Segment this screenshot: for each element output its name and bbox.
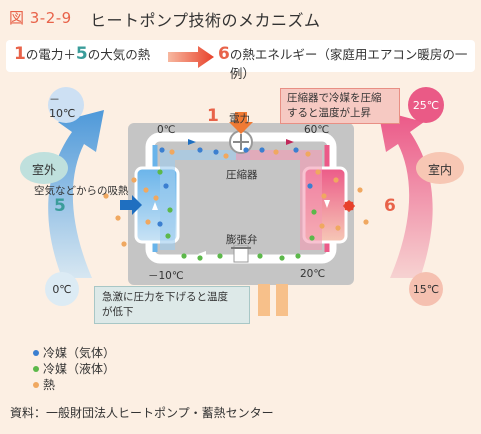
power-number: 1 [207,106,219,126]
flow-arrow-icon [198,251,206,257]
outdoor-top-temp: －10℃ [49,92,76,120]
heat-release-icon [343,200,355,212]
formula-power-number: 1 [14,44,26,64]
legend-heat-label: 熱 [43,378,56,392]
formula-band: 1 の電力＋ 5 の大気の熱 6 の熱エネルギー（家庭用エアコン暖房の一例） [6,40,475,81]
valve-label: 膨張弁 [226,234,258,246]
drain-pipe-1 [258,284,270,316]
flow-arrow-icon [324,200,330,208]
loop-temp-bottom-right: 20℃ [300,268,326,280]
formula-output-text: の熱エネルギー（家庭用エアコン暖房の一例） [229,47,468,81]
expansion-valve-icon [231,245,251,263]
indoor-label: 室内 [428,163,453,177]
flow-arrow-icon [188,139,196,145]
temp-bubble-bg [408,87,444,123]
outdoor-badge-bg [20,152,68,184]
flow-arrow-icon [286,139,294,145]
indoor-bottom-temp: 15℃ [412,282,440,296]
gas-dot-icon [33,349,39,356]
temp-bubble-bg [409,272,443,306]
compression-callout-line1: 圧縮器で冷媒を圧縮 [287,92,382,104]
legend-heat: 熱 [33,376,55,393]
output-heat-number: 6 [384,196,396,216]
expansion-callout: 急激に圧力を下げると温度 が低下 [94,286,250,324]
legend-liquid: 冷媒（液体） [33,360,115,377]
legend-liquid-label: 冷媒（液体） [43,362,116,376]
expansion-callout-line1: 急激に圧力を下げると温度 [102,291,228,303]
temp-bubble-bg [45,272,79,306]
indoor-air-arrow [378,110,433,278]
heat-dot-icon [33,381,39,388]
temp-bubble-bg [48,87,84,123]
outdoor-label: 室外 [32,163,57,177]
heat-absorb-label: 空気などからの吸熱 [34,185,129,197]
compressor-label: 圧縮器 [226,169,258,181]
formula-power-text: の電力＋ [25,47,76,62]
source-note: 資料：一般財団法人ヒートポンプ・蓄熱センター [10,406,274,420]
heat-pump-diagram [20,87,464,316]
loop-temp-top-right: 60℃ [304,124,330,136]
compression-callout-line2: すると温度が上昇 [287,107,371,119]
heat-absorb-arrow-icon [120,195,142,215]
formula-air-text: の大気の熱 [87,47,151,62]
formula-air-number: 5 [75,44,88,64]
air-heat-number: 5 [54,196,66,216]
unit-body [128,123,354,285]
expansion-callout-line2: が低下 [102,306,134,318]
power-arrow-icon [229,112,253,134]
indoor-badge-bg [416,152,464,184]
drain-pipe-2 [276,284,288,316]
compression-callout: 圧縮器で冷媒を圧縮 すると温度が上昇 [280,88,400,124]
formula-output-number: 6 [218,44,230,64]
legend-gas-label: 冷媒（気体） [43,346,116,360]
compressor-icon [229,130,253,154]
loop-temp-top-left: 0℃ [157,124,176,136]
particle-dots [103,147,369,261]
figure-title: ヒートポンプ技術のメカニズム [90,11,321,30]
legend-gas: 冷媒（気体） [33,344,115,361]
liquid-dot-icon [33,365,39,372]
flow-arrow-icon [152,202,158,210]
indoor-top-temp: 25℃ [412,98,440,112]
outdoor-air-arrow [48,110,104,278]
loop-temp-bottom-left: －10℃ [148,270,184,282]
formula-arrow-icon [168,46,214,68]
outdoor-bottom-temp: 0℃ [52,282,72,296]
figure-number: 図 3-2-9 [9,9,72,27]
power-label: 電力 [229,113,250,125]
hot-zone [236,150,322,250]
